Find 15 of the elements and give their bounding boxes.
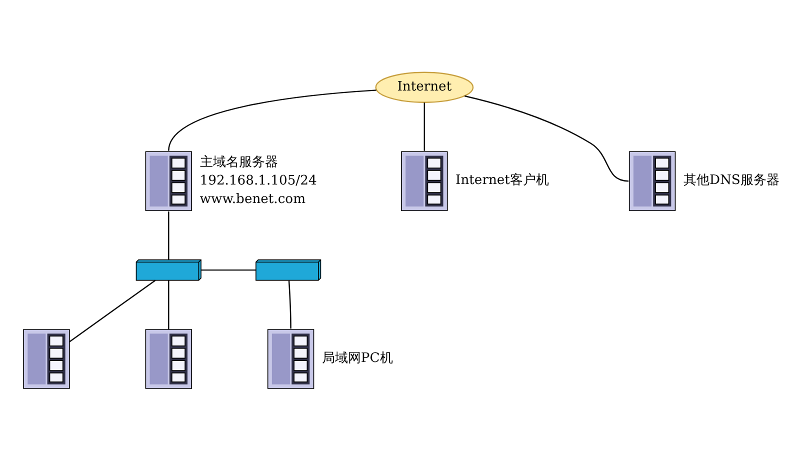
connector — [464, 94, 629, 182]
node-label: Internet客户机 — [456, 172, 549, 188]
node-label: 其他DNS服务器 — [683, 172, 780, 188]
connector — [168, 280, 170, 329]
node-label: www.benet.com — [200, 192, 306, 207]
node-ellipse: Internet — [375, 71, 474, 102]
connector — [424, 102, 426, 150]
connector — [201, 268, 256, 270]
connector — [288, 280, 292, 328]
node-label: 192.168.1.105/24 — [200, 173, 317, 188]
connector — [168, 89, 376, 150]
connector — [168, 210, 170, 259]
node-label: 主域名服务器 — [200, 154, 278, 170]
node-label: 局域网PC机 — [322, 350, 393, 366]
connector — [69, 279, 156, 342]
